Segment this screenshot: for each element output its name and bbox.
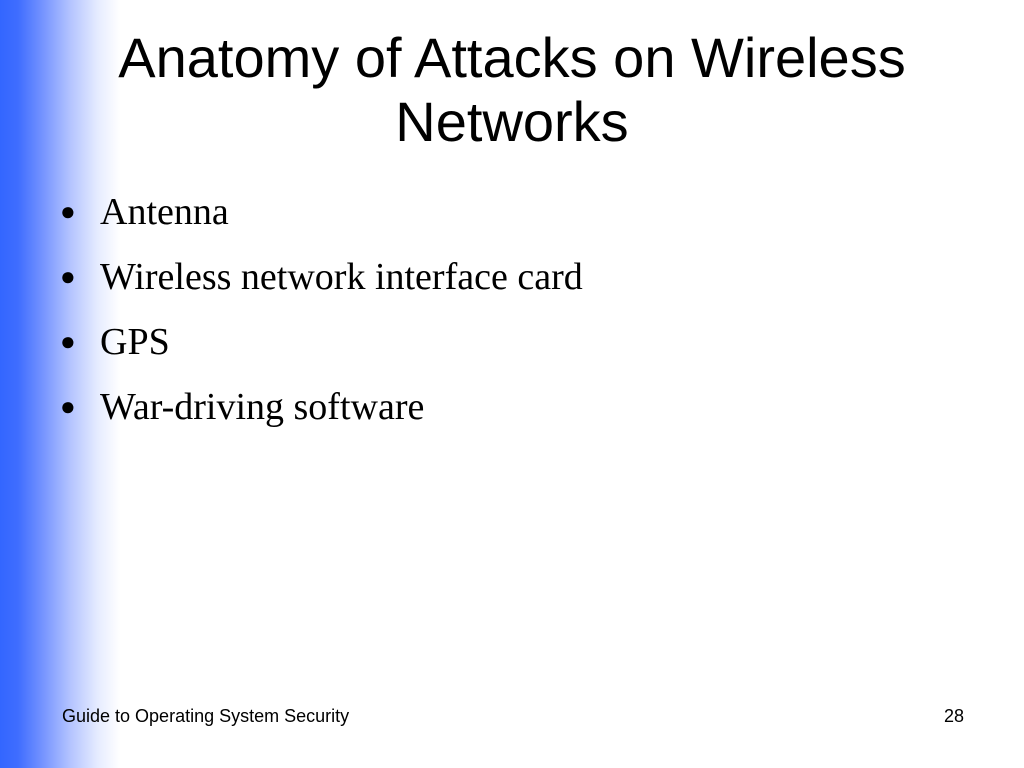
bullet-item: ● GPS — [60, 320, 583, 385]
bullet-item: ● War-driving software — [60, 385, 583, 450]
bullet-dot-icon: ● — [60, 262, 76, 291]
bullet-text: GPS — [100, 321, 170, 363]
slide-title: Anatomy of Attacks on Wireless Networks — [50, 26, 974, 154]
bullet-item: ● Antenna — [60, 190, 583, 255]
bullet-text: War-driving software — [100, 386, 425, 428]
bullet-text: Wireless network interface card — [100, 256, 583, 298]
slide-title-line-2: Networks — [395, 90, 629, 153]
bullet-list: ● Antenna ● Wireless network interface c… — [60, 190, 583, 450]
side-gradient-bar — [0, 0, 120, 768]
footer-source: Guide to Operating System Security — [62, 706, 350, 726]
bullet-dot-icon: ● — [60, 392, 76, 421]
slide-title-line-1: Anatomy of Attacks on Wireless — [118, 26, 906, 89]
bullet-dot-icon: ● — [60, 197, 76, 226]
page-number: 28 — [943, 706, 964, 726]
bullet-item: ● Wireless network interface card — [60, 255, 583, 320]
bullet-dot-icon: ● — [60, 327, 76, 356]
bullet-text: Antenna — [100, 191, 229, 233]
